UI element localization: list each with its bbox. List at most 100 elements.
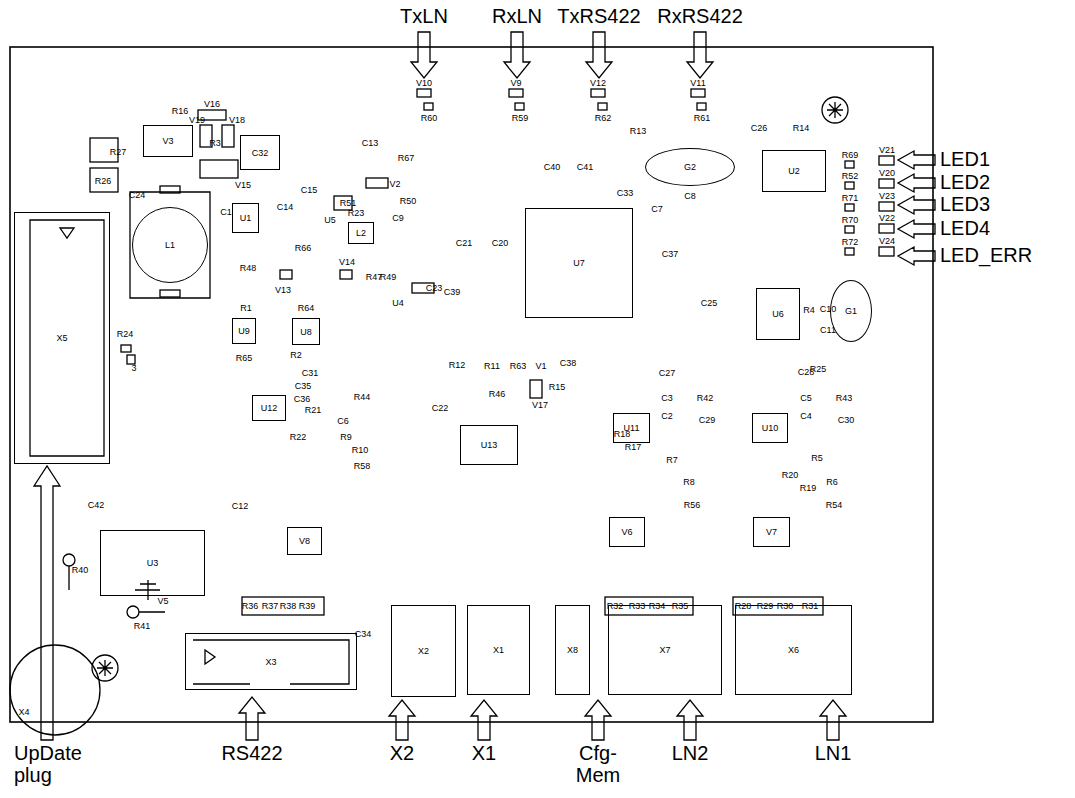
- part-designator: R51: [340, 198, 357, 208]
- part-designator: R31: [802, 601, 819, 611]
- part-designator: R34: [649, 601, 666, 611]
- part-designator: R69: [842, 150, 859, 160]
- component-outline: U3: [100, 530, 205, 596]
- part-designator: C22: [432, 403, 449, 413]
- part-designator: C35: [295, 381, 312, 391]
- signal-label: RxRS422: [657, 5, 743, 27]
- component-outline: V6: [609, 517, 645, 547]
- part-designator: X4: [18, 707, 29, 717]
- part-designator: R71: [842, 193, 859, 203]
- component-outline: V8: [287, 527, 322, 555]
- component-outline: U2: [762, 150, 826, 192]
- part-designator: C42: [88, 500, 105, 510]
- part-designator: C25: [701, 298, 718, 308]
- part-designator: R58: [354, 461, 371, 471]
- part-designator: R46: [489, 389, 506, 399]
- component-label: V7: [766, 527, 777, 537]
- part-designator: V16: [204, 99, 220, 109]
- part-designator: C24: [129, 190, 146, 200]
- component-label: V6: [621, 527, 632, 537]
- part-designator: R66: [295, 243, 312, 253]
- part-designator: C31: [302, 368, 319, 378]
- component-label: U8: [300, 327, 312, 337]
- component-label: L2: [356, 228, 366, 238]
- part-designator: C2: [661, 411, 673, 421]
- part-designator: R43: [836, 393, 853, 403]
- part-designator: C37: [662, 249, 679, 259]
- part-designator: R4: [803, 305, 815, 315]
- signal-label: TxLN: [400, 5, 448, 27]
- part-designator: C40: [544, 162, 561, 172]
- part-designator: R3: [209, 138, 221, 148]
- component-label: X1: [493, 645, 504, 655]
- component-outline: U10: [752, 413, 788, 443]
- signal-label: LED4: [940, 217, 990, 239]
- component-outline: X5: [14, 212, 110, 464]
- part-designator: C8: [684, 191, 696, 201]
- part-designator: C3: [661, 393, 673, 403]
- component-outline: U12: [252, 395, 286, 421]
- part-designator: V10: [416, 78, 432, 88]
- part-designator: R28: [735, 601, 752, 611]
- component-label: C32: [252, 148, 269, 158]
- part-designator: V15: [235, 180, 251, 190]
- part-designator: R23: [348, 208, 365, 218]
- component-outline: X3: [185, 633, 357, 690]
- component-outline: C32: [240, 135, 280, 170]
- part-designator: V21: [879, 145, 895, 155]
- part-designator: R6: [826, 477, 838, 487]
- component-label: U1: [240, 213, 252, 223]
- signal-label: LED3: [940, 193, 990, 215]
- component-label: X5: [56, 333, 67, 343]
- part-designator: R11: [484, 361, 500, 371]
- part-designator: R14: [793, 123, 810, 133]
- part-designator: C13: [362, 138, 379, 148]
- part-designator: R61: [694, 113, 711, 123]
- part-designator: R63: [510, 361, 527, 371]
- part-designator: R38: [280, 601, 297, 611]
- part-designator: V18: [229, 115, 245, 125]
- part-designator: R21: [305, 405, 322, 415]
- part-designator: R42: [697, 393, 714, 403]
- signal-label: TxRS422: [557, 5, 640, 27]
- part-designator: C38: [560, 358, 577, 368]
- part-designator: R17: [625, 442, 642, 452]
- part-designator: V23: [879, 191, 895, 201]
- part-designator: R7: [666, 455, 678, 465]
- part-designator: R72: [842, 237, 859, 247]
- component-outline: V3: [143, 125, 193, 157]
- part-designator: R49: [380, 272, 397, 282]
- part-designator: V13: [275, 285, 291, 295]
- part-designator: R29: [757, 601, 774, 611]
- part-designator: U5: [324, 215, 336, 225]
- part-designator: V5: [157, 596, 168, 606]
- component-outline: X1: [467, 605, 530, 695]
- component-outline: X2: [391, 605, 456, 697]
- part-designator: C5: [800, 393, 812, 403]
- component-label: U3: [147, 558, 159, 568]
- component-outline: U8: [292, 318, 320, 345]
- component-label: X7: [659, 645, 670, 655]
- component-outline: U1: [232, 203, 259, 233]
- part-designator: R64: [298, 303, 315, 313]
- part-designator: R52: [842, 171, 859, 181]
- part-designator: C27: [659, 368, 676, 378]
- component-outline: X8: [555, 605, 590, 695]
- part-designator: C14: [277, 202, 294, 212]
- part-designator: C20: [492, 238, 509, 248]
- component-outline: U6: [756, 288, 800, 340]
- part-designator: R37: [262, 601, 279, 611]
- part-designator: R30: [777, 601, 794, 611]
- component-outline: G2: [645, 148, 735, 186]
- part-designator: V19: [189, 115, 205, 125]
- part-designator: C28: [798, 367, 815, 377]
- component-label: U6: [772, 309, 784, 319]
- part-designator: C10: [820, 304, 837, 314]
- component-label: U13: [481, 440, 498, 450]
- part-designator: C30: [838, 415, 855, 425]
- part-designator: R26: [95, 176, 112, 186]
- signal-label: LN1: [815, 742, 852, 764]
- component-label: U9: [238, 326, 250, 336]
- part-designator: R12: [449, 360, 466, 370]
